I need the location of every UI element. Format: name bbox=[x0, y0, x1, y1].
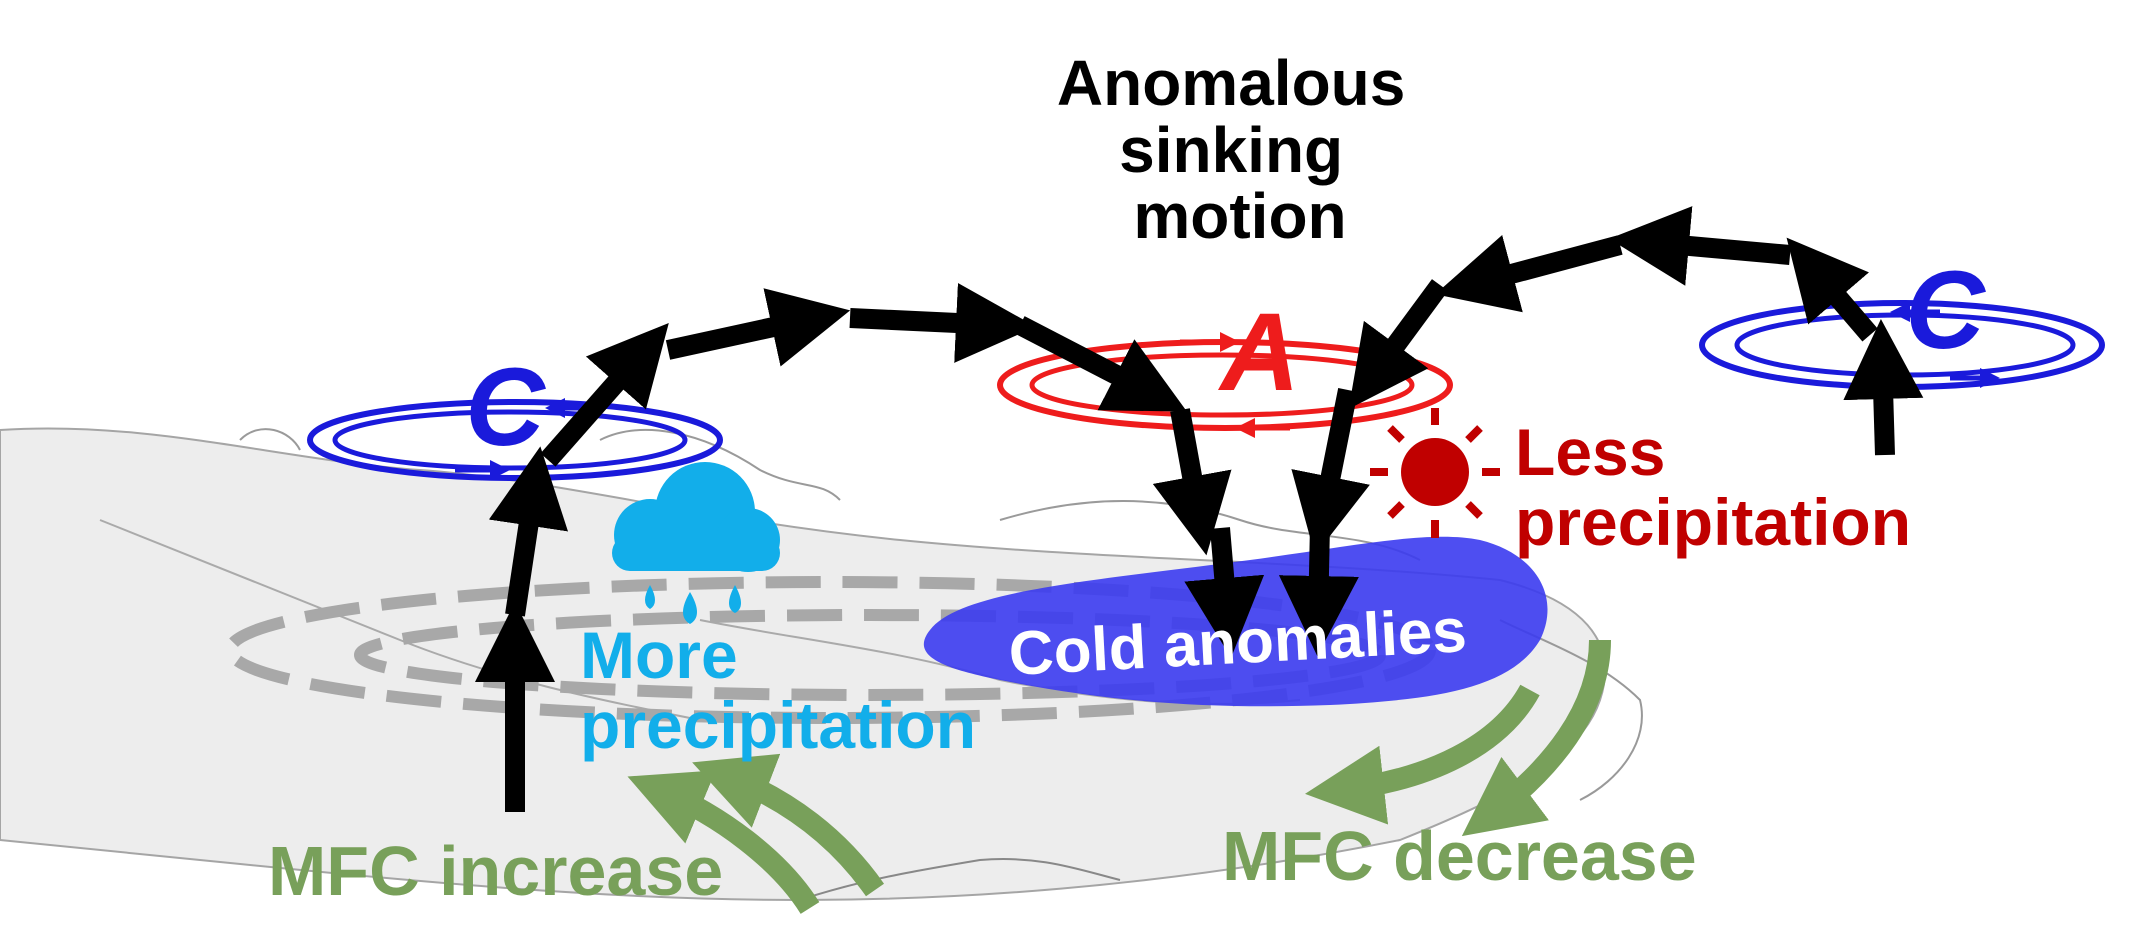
mfc-increase-label: MFC increase bbox=[268, 832, 723, 910]
less-precip-line-2: precipitation bbox=[1515, 485, 1911, 559]
arrow-sink-west bbox=[1152, 408, 1232, 556]
sun-icon bbox=[1370, 408, 1500, 538]
mfc-decrease-arrow-1 bbox=[1305, 684, 1540, 825]
more-precip-line-2: precipitation bbox=[580, 688, 976, 762]
arrow-east-top-3 bbox=[1786, 237, 1878, 342]
arrow-east-up bbox=[1843, 319, 1924, 456]
more-precip-line-1: More bbox=[580, 618, 738, 692]
arrow-east-top-1 bbox=[1435, 235, 1623, 313]
arrow-sink-east bbox=[1291, 388, 1370, 556]
arrow-top-2 bbox=[849, 282, 1036, 363]
title-line-2: sinking bbox=[1119, 114, 1343, 186]
title-line-1: Anomalous bbox=[1057, 47, 1405, 119]
arrow-sink-east-lower bbox=[1278, 524, 1359, 656]
arrow-top-1 bbox=[665, 288, 851, 367]
arrow-east-diag bbox=[1348, 279, 1449, 409]
mfc-decrease-arrow-2 bbox=[1461, 639, 1611, 837]
mfc-increase-arrow-1 bbox=[627, 770, 820, 914]
less-precipitation-label: Less precipitation bbox=[1515, 415, 1911, 559]
rain-cloud-icon bbox=[612, 462, 780, 624]
title-line-3: motion bbox=[1133, 180, 1346, 252]
more-precipitation-label: More precipitation bbox=[580, 618, 976, 762]
diagram-title: Anomalous sinking motion bbox=[1057, 47, 1423, 252]
arrow-top-3 bbox=[1015, 316, 1187, 412]
arrow-west-diag bbox=[540, 322, 669, 467]
cyclone-east-label: C bbox=[1905, 249, 1986, 372]
cyclone-east-rings bbox=[1699, 300, 2105, 390]
circulation-arrows bbox=[475, 206, 1924, 812]
arrow-west-up-upper bbox=[488, 446, 569, 617]
less-precip-line-1: Less bbox=[1515, 415, 1665, 489]
arrow-sink-west-lower bbox=[1184, 527, 1265, 658]
mfc-arrows bbox=[627, 639, 1611, 914]
mfc-decrease-label: MFC decrease bbox=[1222, 817, 1697, 895]
cyclone-west-label: C bbox=[465, 346, 546, 469]
arrow-east-top-2 bbox=[1609, 206, 1791, 286]
anticyclone-label: A bbox=[1217, 291, 1299, 414]
mfc-increase-arrow-2 bbox=[692, 753, 885, 897]
